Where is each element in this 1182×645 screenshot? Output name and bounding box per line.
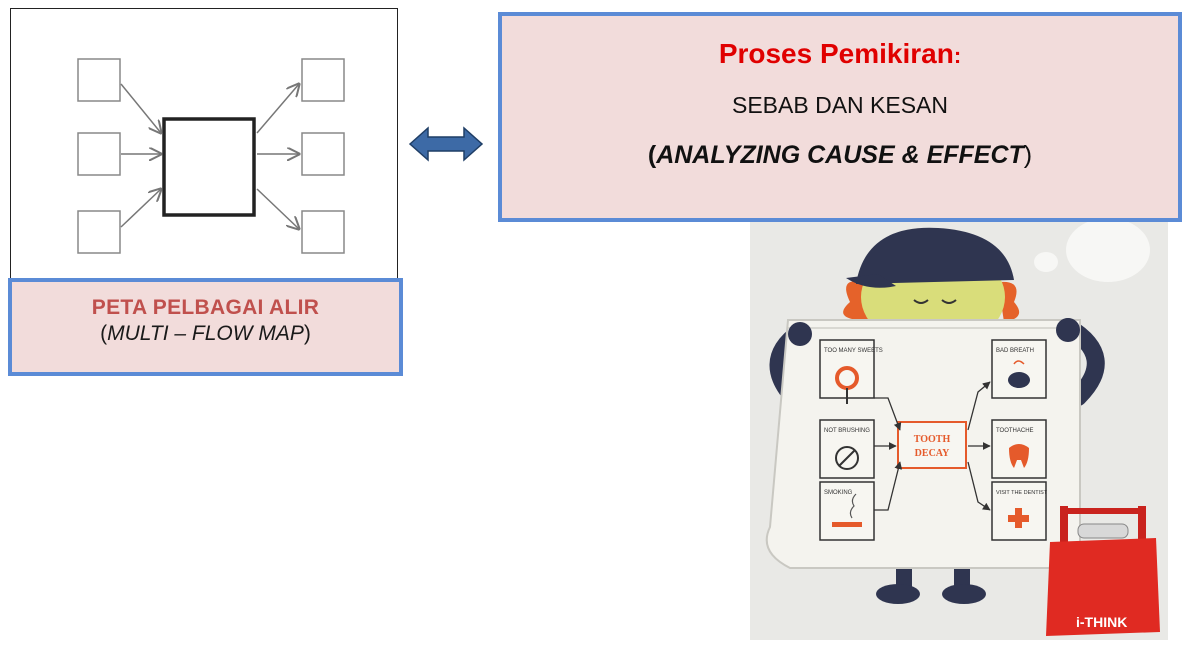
garlic-icon bbox=[1008, 372, 1030, 388]
event-label-1: TOOTH bbox=[914, 434, 951, 445]
arrow-cause-1 bbox=[120, 83, 161, 133]
effect-box-3 bbox=[301, 210, 345, 254]
cause-label-2: NOT BRUSHING bbox=[824, 428, 870, 434]
tooth-decay-box bbox=[897, 421, 967, 469]
process-english-open: ( bbox=[647, 141, 657, 169]
map-english-italic: MULTI – FLOW MAP bbox=[107, 322, 304, 345]
map-english-open: ( bbox=[100, 322, 108, 345]
arrow-effect-1 bbox=[256, 84, 299, 134]
map-label-box: PETA PELBAGAI ALIR (MULTI – FLOW MAP) bbox=[8, 278, 403, 376]
arrow-effect-3 bbox=[256, 188, 299, 229]
effect-box-1 bbox=[301, 58, 345, 102]
effect-label-1: BAD BREATH bbox=[996, 348, 1034, 354]
arrow-cause-3 bbox=[120, 189, 161, 228]
multi-flow-map-diagram bbox=[10, 8, 398, 280]
no-brushing-icon bbox=[835, 446, 859, 470]
cigarette-icon bbox=[832, 522, 862, 527]
cause-label-3: SMOKING bbox=[824, 490, 853, 496]
effect-label-3: VISIT THE DENTIST bbox=[996, 490, 1048, 496]
cause-box-1 bbox=[77, 58, 121, 102]
i-think-logo-text: i-THINK bbox=[1076, 614, 1127, 630]
process-subheading: SEBAB DAN KESAN bbox=[731, 92, 949, 118]
cause-box-2 bbox=[77, 132, 121, 176]
multi-flow-map-svg bbox=[77, 58, 345, 254]
event-box bbox=[162, 117, 256, 217]
cause-label-1: TOO MANY SWEETS bbox=[824, 348, 883, 354]
thought-bubble-large bbox=[1066, 218, 1150, 282]
process-heading-colon: : bbox=[953, 43, 962, 68]
process-english-italic: ANALYZING CAUSE & EFFECT bbox=[656, 141, 1024, 169]
thought-bubble-small bbox=[1034, 252, 1058, 272]
cause-panel-3 bbox=[819, 481, 875, 541]
map-english-title: (MULTI – FLOW MAP) bbox=[12, 322, 399, 346]
effect-box-2 bbox=[301, 132, 345, 176]
tooth-icon bbox=[1009, 444, 1029, 468]
map-title: PETA PELBAGAI ALIR bbox=[91, 296, 320, 319]
character-cap bbox=[856, 227, 1014, 284]
process-heading-text: Proses Pemikiran bbox=[718, 38, 954, 69]
map-english-close: ) bbox=[303, 322, 311, 345]
process-heading: Proses Pemikiran: bbox=[502, 38, 1178, 70]
tooth-decay-illustration-svg: TOO MANY SWEETS NOT BRUSHING SMOKING BAD… bbox=[750, 218, 1168, 640]
effect-label-2: TOOTHACHE bbox=[996, 428, 1034, 434]
thinking-process-box: Proses Pemikiran: SEBAB DAN KESAN (ANALY… bbox=[498, 12, 1182, 222]
cross-icon-h bbox=[1008, 515, 1029, 522]
effect-panel-1 bbox=[991, 339, 1047, 399]
double-arrow-icon bbox=[408, 124, 484, 169]
process-english-title: (ANALYZING CAUSE & EFFECT) bbox=[502, 141, 1178, 170]
event-label-2: DECAY bbox=[915, 448, 950, 459]
i-think-toolbox-logo: i-THINK bbox=[1046, 506, 1160, 636]
cause-box-3 bbox=[77, 210, 121, 254]
process-english-close: ) bbox=[1023, 141, 1033, 169]
tooth-decay-illustration: TOO MANY SWEETS NOT BRUSHING SMOKING BAD… bbox=[728, 218, 1168, 645]
